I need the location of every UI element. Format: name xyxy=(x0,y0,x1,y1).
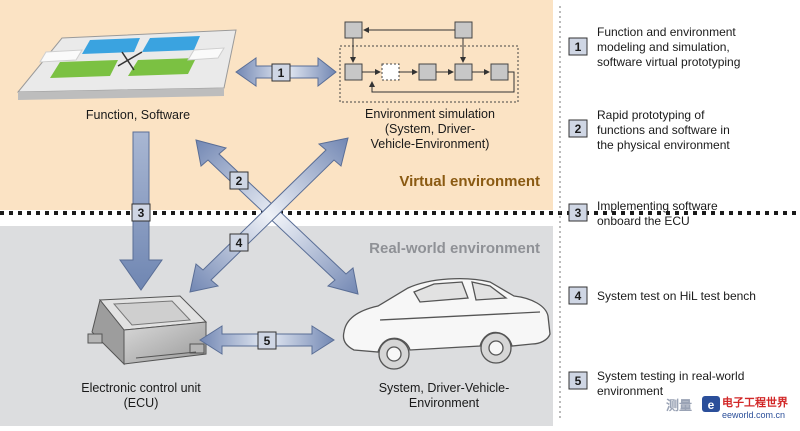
ecu-label-line2: (ECU) xyxy=(124,396,159,410)
env-sim-label-line2: (System, Driver- xyxy=(385,122,475,136)
legend-3-line1: Implementing software xyxy=(597,199,718,213)
legend-step-1: 1 Function and environment modeling and … xyxy=(568,25,740,69)
arrow-4 xyxy=(189,137,349,293)
legend-3-line2: onboard the ECU xyxy=(597,214,690,228)
legend-3-number: 3 xyxy=(575,206,582,220)
legend-1-line1: Function and environment xyxy=(597,25,736,39)
environment-simulation-block xyxy=(339,21,519,103)
badge-3-number: 3 xyxy=(138,206,145,220)
real-zone-title: Real-world environment xyxy=(369,240,540,257)
legend-step-5: 5 System testing in real-world environme… xyxy=(568,369,744,398)
car-illustration xyxy=(342,277,551,370)
legend-1-line3: software virtual prototyping xyxy=(597,55,740,69)
legend-step-2: 2 Rapid prototyping of functions and sof… xyxy=(568,108,730,152)
badge-5 xyxy=(257,331,277,350)
legend-5-line1: System testing in real-world xyxy=(597,369,744,383)
function-software-board xyxy=(16,29,237,100)
legend-step-3: 3 Implementing software onboard the ECU xyxy=(568,199,718,228)
badge-4-number: 4 xyxy=(236,236,243,250)
legend-4-line1: System test on HiL test bench xyxy=(597,289,756,303)
legend-2-number: 2 xyxy=(575,122,582,136)
watermark-url: eeworld.com.cn xyxy=(722,410,785,420)
legend-5-number: 5 xyxy=(575,374,582,388)
badge-3 xyxy=(131,203,151,222)
legend-4-number: 4 xyxy=(575,289,582,303)
env-sim-label-line1: Environment simulation xyxy=(365,107,495,121)
system-label-line2: Environment xyxy=(409,396,480,410)
legend-step-4: 4 System test on HiL test bench xyxy=(568,286,756,305)
legend-1-number: 1 xyxy=(575,40,582,54)
badge-1-number: 1 xyxy=(278,66,285,80)
badge-1 xyxy=(271,63,291,82)
watermark-left-text: 测量 xyxy=(666,398,692,413)
function-software-label: Function, Software xyxy=(86,108,190,122)
badge-5-number: 5 xyxy=(264,334,271,348)
ecu-label-line1: Electronic control unit xyxy=(81,381,201,395)
system-label-line1: System, Driver-Vehicle- xyxy=(379,381,510,395)
badge-2-number: 2 xyxy=(236,174,243,188)
env-sim-label-line3: Vehicle-Environment) xyxy=(371,137,490,151)
virtual-zone-title: Virtual environment xyxy=(399,173,540,190)
legend-2-line3: the physical environment xyxy=(597,138,730,152)
watermark-brand: 电子工程世界 xyxy=(722,395,788,409)
legend-2-line2: functions and software in xyxy=(597,123,730,137)
legend-1-line2: modeling and simulation, xyxy=(597,40,730,54)
legend-5-line2: environment xyxy=(597,384,664,398)
ecu-illustration xyxy=(87,295,208,366)
badge-4 xyxy=(229,233,249,252)
legend-2-line1: Rapid prototyping of xyxy=(597,108,705,122)
badge-2 xyxy=(229,171,249,190)
watermark: 测量 e 电子工程世界 eeworld.com.cn xyxy=(666,395,788,420)
svg-text:e: e xyxy=(708,398,715,412)
